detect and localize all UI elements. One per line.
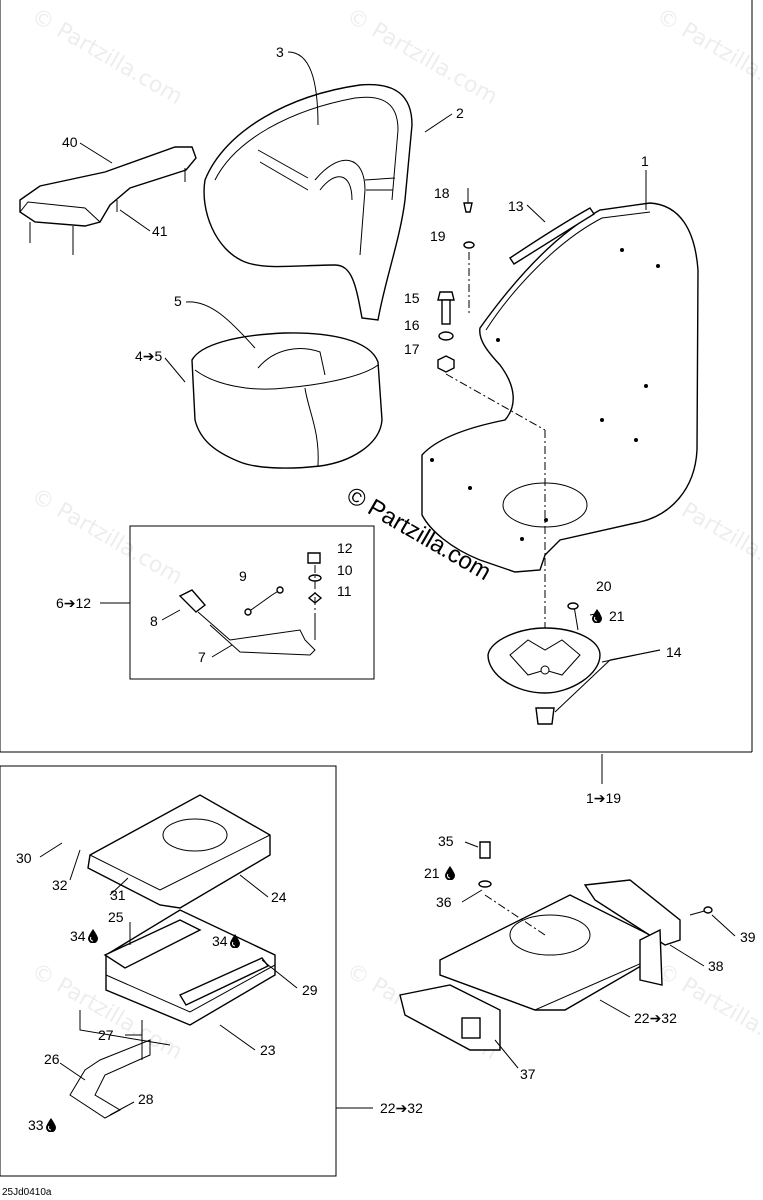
callout-2: 2 xyxy=(456,105,464,121)
callout-11: 11 xyxy=(337,583,352,599)
callout-28: 28 xyxy=(138,1091,154,1107)
callout-37: 37 xyxy=(520,1066,536,1082)
callout-27: 27 xyxy=(98,1027,114,1043)
callout-34: 34 xyxy=(212,933,228,949)
callout-10: 10 xyxy=(337,562,353,578)
callout-8: 8 xyxy=(150,613,158,629)
callout-labels: 3 2 1 18 13 19 40 41 5 15 16 17 4➔5 12 1… xyxy=(16,44,756,1133)
callout-34: 34 xyxy=(70,928,86,944)
callout-19: 19 xyxy=(430,228,446,244)
callout-22-32: 22➔32 xyxy=(380,1100,423,1116)
seat-cushion xyxy=(191,332,383,469)
callout-9: 9 xyxy=(239,568,247,584)
callout-1-19: 1➔19 xyxy=(586,790,621,806)
lever-assembly xyxy=(178,552,323,656)
seat-backrest xyxy=(203,83,413,321)
watermark: © Partzilla.com xyxy=(27,4,187,111)
armrest xyxy=(19,146,197,255)
callout-16: 16 xyxy=(404,317,420,333)
callout-1: 1 xyxy=(641,153,649,169)
callout-4-5: 4➔5 xyxy=(135,348,163,364)
callout-29: 29 xyxy=(302,982,318,998)
callout-38: 38 xyxy=(708,958,724,974)
callout-14: 14 xyxy=(666,644,682,660)
callout-6-12: 6➔12 xyxy=(56,595,91,611)
leader-lines xyxy=(39,51,736,1116)
drop-icon xyxy=(445,866,455,880)
watermark: © Partzilla.com xyxy=(27,484,187,591)
callout-30: 30 xyxy=(16,850,32,866)
callout-31: 31 xyxy=(110,887,126,903)
drawing-code: 25Jd0410a xyxy=(2,1187,52,1198)
lower-left-frame xyxy=(0,765,337,1177)
callout-40: 40 xyxy=(62,134,78,150)
callout-35: 35 xyxy=(438,833,454,849)
callout-5: 5 xyxy=(174,293,182,309)
edge-trim xyxy=(509,207,595,265)
seat-shell xyxy=(421,202,699,573)
callout-41: 41 xyxy=(152,223,168,239)
callout-26: 26 xyxy=(44,1051,60,1067)
swivel-plate xyxy=(487,627,601,725)
slide-assembly-exploded xyxy=(69,794,276,1119)
callout-7: 7 xyxy=(198,649,206,665)
callout-21: 21 xyxy=(424,865,440,881)
callout-24: 24 xyxy=(271,889,287,905)
callout-36: 36 xyxy=(436,894,452,910)
callout-20: 20 xyxy=(596,578,612,594)
callout-33: 33 xyxy=(28,1117,44,1133)
callout-21: 21 xyxy=(609,608,625,624)
callout-18: 18 xyxy=(434,185,450,201)
drop-icon xyxy=(46,1118,56,1132)
drop-icon xyxy=(88,929,98,943)
callout-32: 32 xyxy=(52,877,68,893)
drop-icon xyxy=(592,609,602,623)
callout-25: 25 xyxy=(108,909,124,925)
callout-3: 3 xyxy=(276,44,284,60)
watermark: © Partzilla.com xyxy=(652,4,763,111)
callout-12: 12 xyxy=(337,540,353,556)
callout-23: 23 xyxy=(260,1042,276,1058)
callout-13: 13 xyxy=(508,198,524,214)
callout-17: 17 xyxy=(404,341,420,357)
callout-15: 15 xyxy=(404,290,420,306)
hardware-column xyxy=(437,188,546,680)
callout-22-32: 22➔32 xyxy=(634,1010,677,1026)
screw xyxy=(567,602,579,631)
callout-39: 39 xyxy=(740,929,756,945)
slide-assembly-installed xyxy=(399,841,713,1051)
